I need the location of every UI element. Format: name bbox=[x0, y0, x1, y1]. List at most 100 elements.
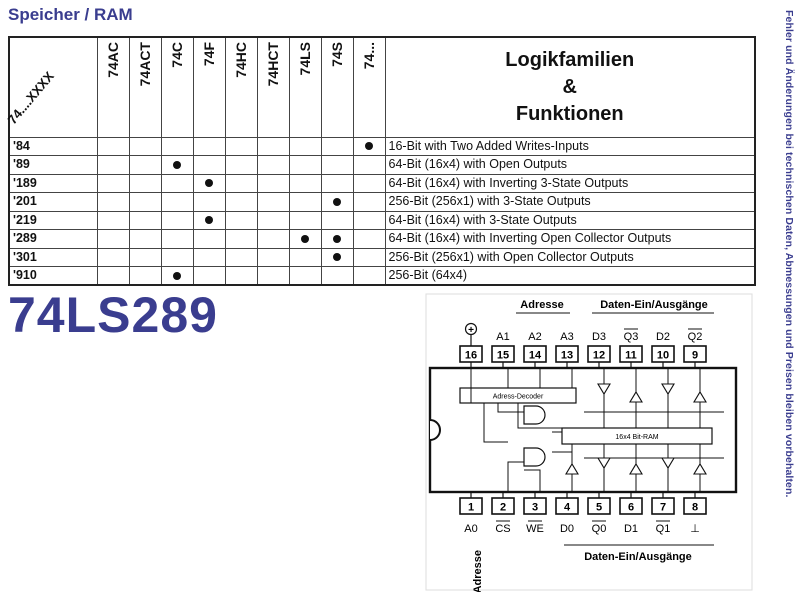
bottom-pin-row: 1A0 2CS 3WE 4D0 5Q0 6D1 7Q1 8⊥ bbox=[459, 492, 707, 535]
family-header-text: 74F bbox=[201, 42, 217, 67]
family-cell bbox=[128, 136, 162, 156]
ram-block-label: 16x4 Bit-RAM bbox=[615, 434, 658, 441]
pin-box bbox=[619, 497, 643, 515]
family-cell bbox=[96, 266, 130, 286]
family-cell bbox=[288, 266, 322, 286]
pin-box bbox=[683, 497, 707, 515]
bottom-pin: 6D1 bbox=[619, 492, 643, 535]
pin-signal-label: ⊥ bbox=[690, 523, 700, 535]
pin-box bbox=[523, 497, 547, 515]
bottom-pin: 4D0 bbox=[555, 492, 579, 535]
pin-signal-label: D1 bbox=[624, 523, 638, 535]
family-cell bbox=[224, 136, 258, 156]
family-cell bbox=[192, 229, 226, 249]
bottom-pin: 2CS bbox=[491, 492, 515, 535]
pin-signal-label: A3 bbox=[560, 331, 573, 343]
pin-box bbox=[459, 345, 483, 363]
vcc-circle bbox=[464, 322, 478, 336]
family-cell bbox=[288, 247, 322, 267]
family-cell bbox=[96, 173, 130, 193]
ic-notch bbox=[429, 419, 441, 441]
pin-box bbox=[683, 345, 707, 363]
row-description: 64-Bit (16x4) with Open Outputs bbox=[384, 155, 756, 175]
bottom-pin: 5Q0 bbox=[587, 492, 611, 535]
family-cell bbox=[128, 192, 162, 212]
pin-number: 14 bbox=[529, 350, 542, 362]
bottom-pin: 8⊥ bbox=[683, 492, 707, 535]
family-cell bbox=[160, 266, 194, 286]
pin-signal-label: A1 bbox=[496, 331, 509, 343]
family-cell bbox=[352, 136, 386, 156]
family-header-74f: 74F bbox=[192, 36, 226, 138]
pin-number: 11 bbox=[625, 350, 637, 362]
family-header-74hc: 74HC bbox=[224, 36, 258, 138]
and-gate-1 bbox=[523, 405, 546, 425]
pin-number: 9 bbox=[692, 350, 698, 362]
bottom-pin: 7Q1 bbox=[651, 492, 675, 535]
family-cell bbox=[160, 136, 194, 156]
family-cell bbox=[224, 266, 258, 286]
family-cell bbox=[192, 247, 226, 267]
availability-dot bbox=[333, 253, 341, 262]
address-decoder-label: Adress-Decoder bbox=[493, 394, 544, 401]
function-header: Logikfamilien & Funktionen bbox=[384, 36, 756, 138]
family-cell bbox=[128, 173, 162, 193]
family-header-text: 74HC bbox=[233, 42, 249, 78]
pin-box bbox=[587, 345, 611, 363]
diagram-frame bbox=[425, 293, 753, 591]
availability-dot bbox=[173, 160, 181, 169]
family-cell bbox=[320, 247, 354, 267]
row-description: 256-Bit (256x1) with 3-State Outputs bbox=[384, 192, 756, 212]
row-code: '84 bbox=[8, 136, 98, 156]
family-cell bbox=[256, 210, 290, 230]
family-header-label: 74LS bbox=[297, 42, 313, 75]
pin-box bbox=[587, 497, 611, 515]
family-cell bbox=[96, 210, 130, 230]
family-header-74s: 74S bbox=[320, 36, 354, 138]
pin-number: 2 bbox=[500, 502, 506, 514]
pin-number: 12 bbox=[593, 350, 605, 362]
bottom-pin: 1A0 bbox=[459, 492, 483, 535]
top-pin: 14 A2 bbox=[523, 331, 547, 368]
family-cell bbox=[320, 136, 354, 156]
family-header-label: 74... bbox=[361, 42, 377, 69]
availability-dot bbox=[301, 234, 309, 243]
pin-number: 10 bbox=[657, 350, 669, 362]
pin-signal-label: Q2 bbox=[688, 331, 703, 343]
availability-dot bbox=[333, 234, 341, 243]
family-cell bbox=[288, 210, 322, 230]
family-header-label: 74HC bbox=[233, 42, 249, 78]
family-cell bbox=[288, 136, 322, 156]
family-cell bbox=[256, 155, 290, 175]
vcc-symbol: + bbox=[468, 325, 474, 336]
pin-box bbox=[459, 497, 483, 515]
row-code: '219 bbox=[8, 210, 98, 230]
pin-signal-label: A2 bbox=[528, 331, 541, 343]
pin-number: 13 bbox=[561, 350, 573, 362]
family-cell bbox=[320, 155, 354, 175]
family-cell bbox=[192, 266, 226, 286]
family-cell bbox=[352, 192, 386, 212]
family-cell bbox=[128, 247, 162, 267]
availability-dot bbox=[205, 216, 213, 225]
pin-signal-label: WE bbox=[526, 523, 544, 535]
family-cell bbox=[224, 173, 258, 193]
pin-signal-label: CS bbox=[495, 523, 510, 535]
bottom-pin: 3WE bbox=[523, 492, 547, 535]
pin-number: 5 bbox=[596, 502, 602, 514]
family-header-label: 74C bbox=[169, 42, 185, 68]
family-header-label: 74S bbox=[329, 42, 345, 67]
family-cell bbox=[96, 136, 130, 156]
pinout-svg: Adresse Daten-Ein/Ausgänge + Adress-Deco… bbox=[425, 293, 753, 592]
family-cell bbox=[256, 136, 290, 156]
family-cell bbox=[160, 210, 194, 230]
family-header-74ac: 74AC bbox=[96, 36, 130, 138]
family-cell bbox=[256, 192, 290, 212]
family-cell bbox=[352, 155, 386, 175]
pin-signal-label: A0 bbox=[464, 523, 477, 535]
